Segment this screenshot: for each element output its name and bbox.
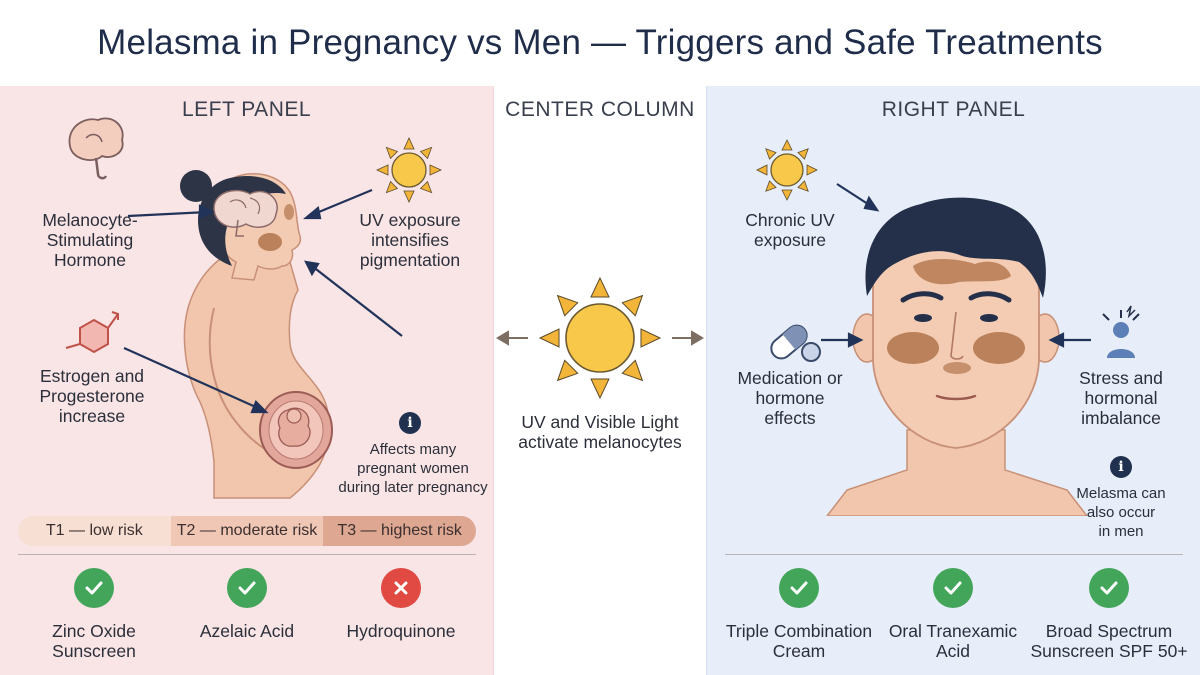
hormone-molecule-icon <box>65 311 119 354</box>
check-icon <box>1089 568 1129 608</box>
treatment-hydroquinone: Hydroquinone <box>321 568 481 641</box>
check-icon <box>779 568 819 608</box>
risk-segment-t2: T2 — moderate risk <box>170 516 324 546</box>
cross-icon <box>381 568 421 608</box>
center-column-heading: CENTER COLUMN <box>505 98 695 121</box>
chronic-uv-label: Chronic UV exposure <box>745 210 835 250</box>
estrogen-label: Estrogen and Progesterone increase <box>39 366 145 426</box>
stress-label: Stress and hormonal imbalance <box>1079 368 1163 428</box>
left-panel-heading: LEFT PANEL <box>181 98 312 121</box>
left-panel: LEFT PANEL <box>0 86 494 675</box>
page-title: Melasma in Pregnancy vs Men — Triggers a… <box>97 23 1103 62</box>
pregnancy-note: Affects many pregnant women during later… <box>338 441 488 496</box>
left-divider <box>18 554 476 555</box>
treatment-triple-combination-cream: Triple Combination Cream <box>717 568 881 661</box>
arrow-right-icon <box>672 330 704 346</box>
risk-segment-t3: T3 — highest risk <box>323 516 476 546</box>
pregnant-woman-illustration <box>65 117 442 499</box>
stressed-person-icon <box>1102 305 1140 358</box>
sun-icon <box>756 139 818 201</box>
check-icon <box>933 568 973 608</box>
center-caption: UV and Visible Light activate melanocyte… <box>518 412 682 452</box>
men-note: Melasma can also occur in men <box>1076 485 1166 540</box>
uv-exposure-label: UV exposure intensifies pigmentation <box>359 210 461 270</box>
treatment-broad-spectrum-sunscreen: Broad Spectrum Sunscreen SPF 50+ <box>1025 568 1193 661</box>
risk-segment-t1: T1 — low risk <box>18 516 171 546</box>
pill-capsule-icon <box>770 324 821 362</box>
right-panel-heading: RIGHT PANEL <box>881 98 1026 121</box>
info-icon: i <box>1110 456 1132 478</box>
medication-label: Medication or hormone effects <box>737 368 843 428</box>
sun-icon <box>376 137 442 203</box>
right-panel: RIGHT PANEL <box>706 86 1200 675</box>
treatment-azelaic-acid: Azelaic Acid <box>167 568 327 641</box>
right-divider <box>725 554 1183 555</box>
arrow-left-icon <box>496 330 528 346</box>
center-sun-illustration <box>496 276 704 400</box>
trimester-risk-bar: T1 — low risk T2 — moderate risk T3 — hi… <box>18 516 476 546</box>
msh-label: Melanocyte- Stimulating Hormone <box>42 210 138 270</box>
check-icon <box>227 568 267 608</box>
info-icon: i <box>399 412 421 434</box>
treatment-oral-tranexamic-acid: Oral Tranexamic Acid <box>873 568 1033 661</box>
sun-icon <box>538 276 662 400</box>
man-face-illustration <box>756 139 1140 516</box>
center-column: CENTER COLUMN UV and Visible Light <box>494 86 706 675</box>
treatment-zinc-oxide-sunscreen: Zinc Oxide Sunscreen <box>14 568 174 661</box>
check-icon <box>74 568 114 608</box>
brain-icon <box>68 117 124 180</box>
